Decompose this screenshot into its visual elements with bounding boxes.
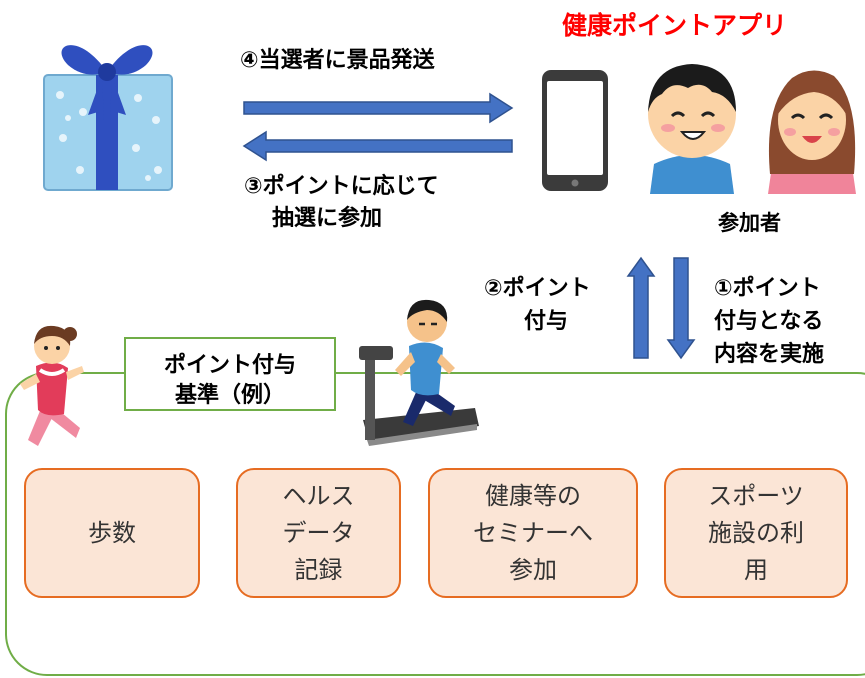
criteria-item-sports-facility: スポーツ 施設の利 用: [664, 468, 848, 598]
criteria-item-text: 用: [744, 555, 768, 584]
flow-arrows: [242, 92, 514, 162]
app-title: 健康ポイントアプリ: [562, 11, 788, 40]
arrow-up-icon: [626, 256, 656, 359]
running-girl-icon: [20, 325, 84, 446]
participants-label: 参加者: [718, 211, 781, 235]
criteria-item-text: 施設の利: [708, 518, 804, 547]
criteria-item-text: 健康等の: [485, 481, 581, 510]
step3-label-line1: ③ポイントに応じて: [244, 174, 439, 199]
criteria-item-text: データ: [282, 518, 355, 547]
criteria-item-steps: 歩数: [24, 468, 200, 598]
criteria-title-box: ポイント付与 基準（例）: [124, 337, 336, 411]
criteria-item-text: ヘルス: [282, 481, 355, 510]
criteria-item-text: スポーツ: [708, 481, 804, 510]
criteria-item-text: 記録: [294, 555, 343, 584]
boy-icon: [648, 64, 736, 194]
arrow-right-icon: [243, 92, 514, 124]
smartphone-icon: [542, 70, 608, 191]
criteria-item-text: 歩数: [88, 518, 136, 547]
criteria-item-text: セミナーへ: [473, 518, 593, 547]
criteria-item-text: 参加: [509, 555, 557, 584]
step2-label-line2: 付与: [524, 309, 569, 334]
step1-label-line1: ①ポイント: [714, 276, 821, 301]
criteria-title-line2: 基準（例）: [174, 383, 285, 408]
arrow-down-icon: [666, 257, 696, 360]
woman-icon: [768, 70, 856, 194]
step4-label: ④当選者に景品発送: [240, 48, 435, 73]
vertical-arrows: [626, 256, 696, 360]
treadmill-runner-icon: [359, 299, 479, 446]
criteria-title-line1: ポイント付与: [163, 353, 296, 378]
step1-label-line3: 内容を実施: [714, 342, 825, 367]
gift-box-icon: [43, 45, 173, 191]
criteria-item-health-data: ヘルス データ 記録: [236, 468, 401, 598]
criteria-item-seminar: 健康等の セミナーへ 参加: [428, 468, 638, 598]
arrow-left-icon: [242, 130, 513, 162]
step1-label-line2: 付与となる: [714, 309, 824, 334]
step3-label-line2: 抽選に参加: [272, 206, 383, 231]
step2-label-line1: ②ポイント: [484, 276, 591, 301]
